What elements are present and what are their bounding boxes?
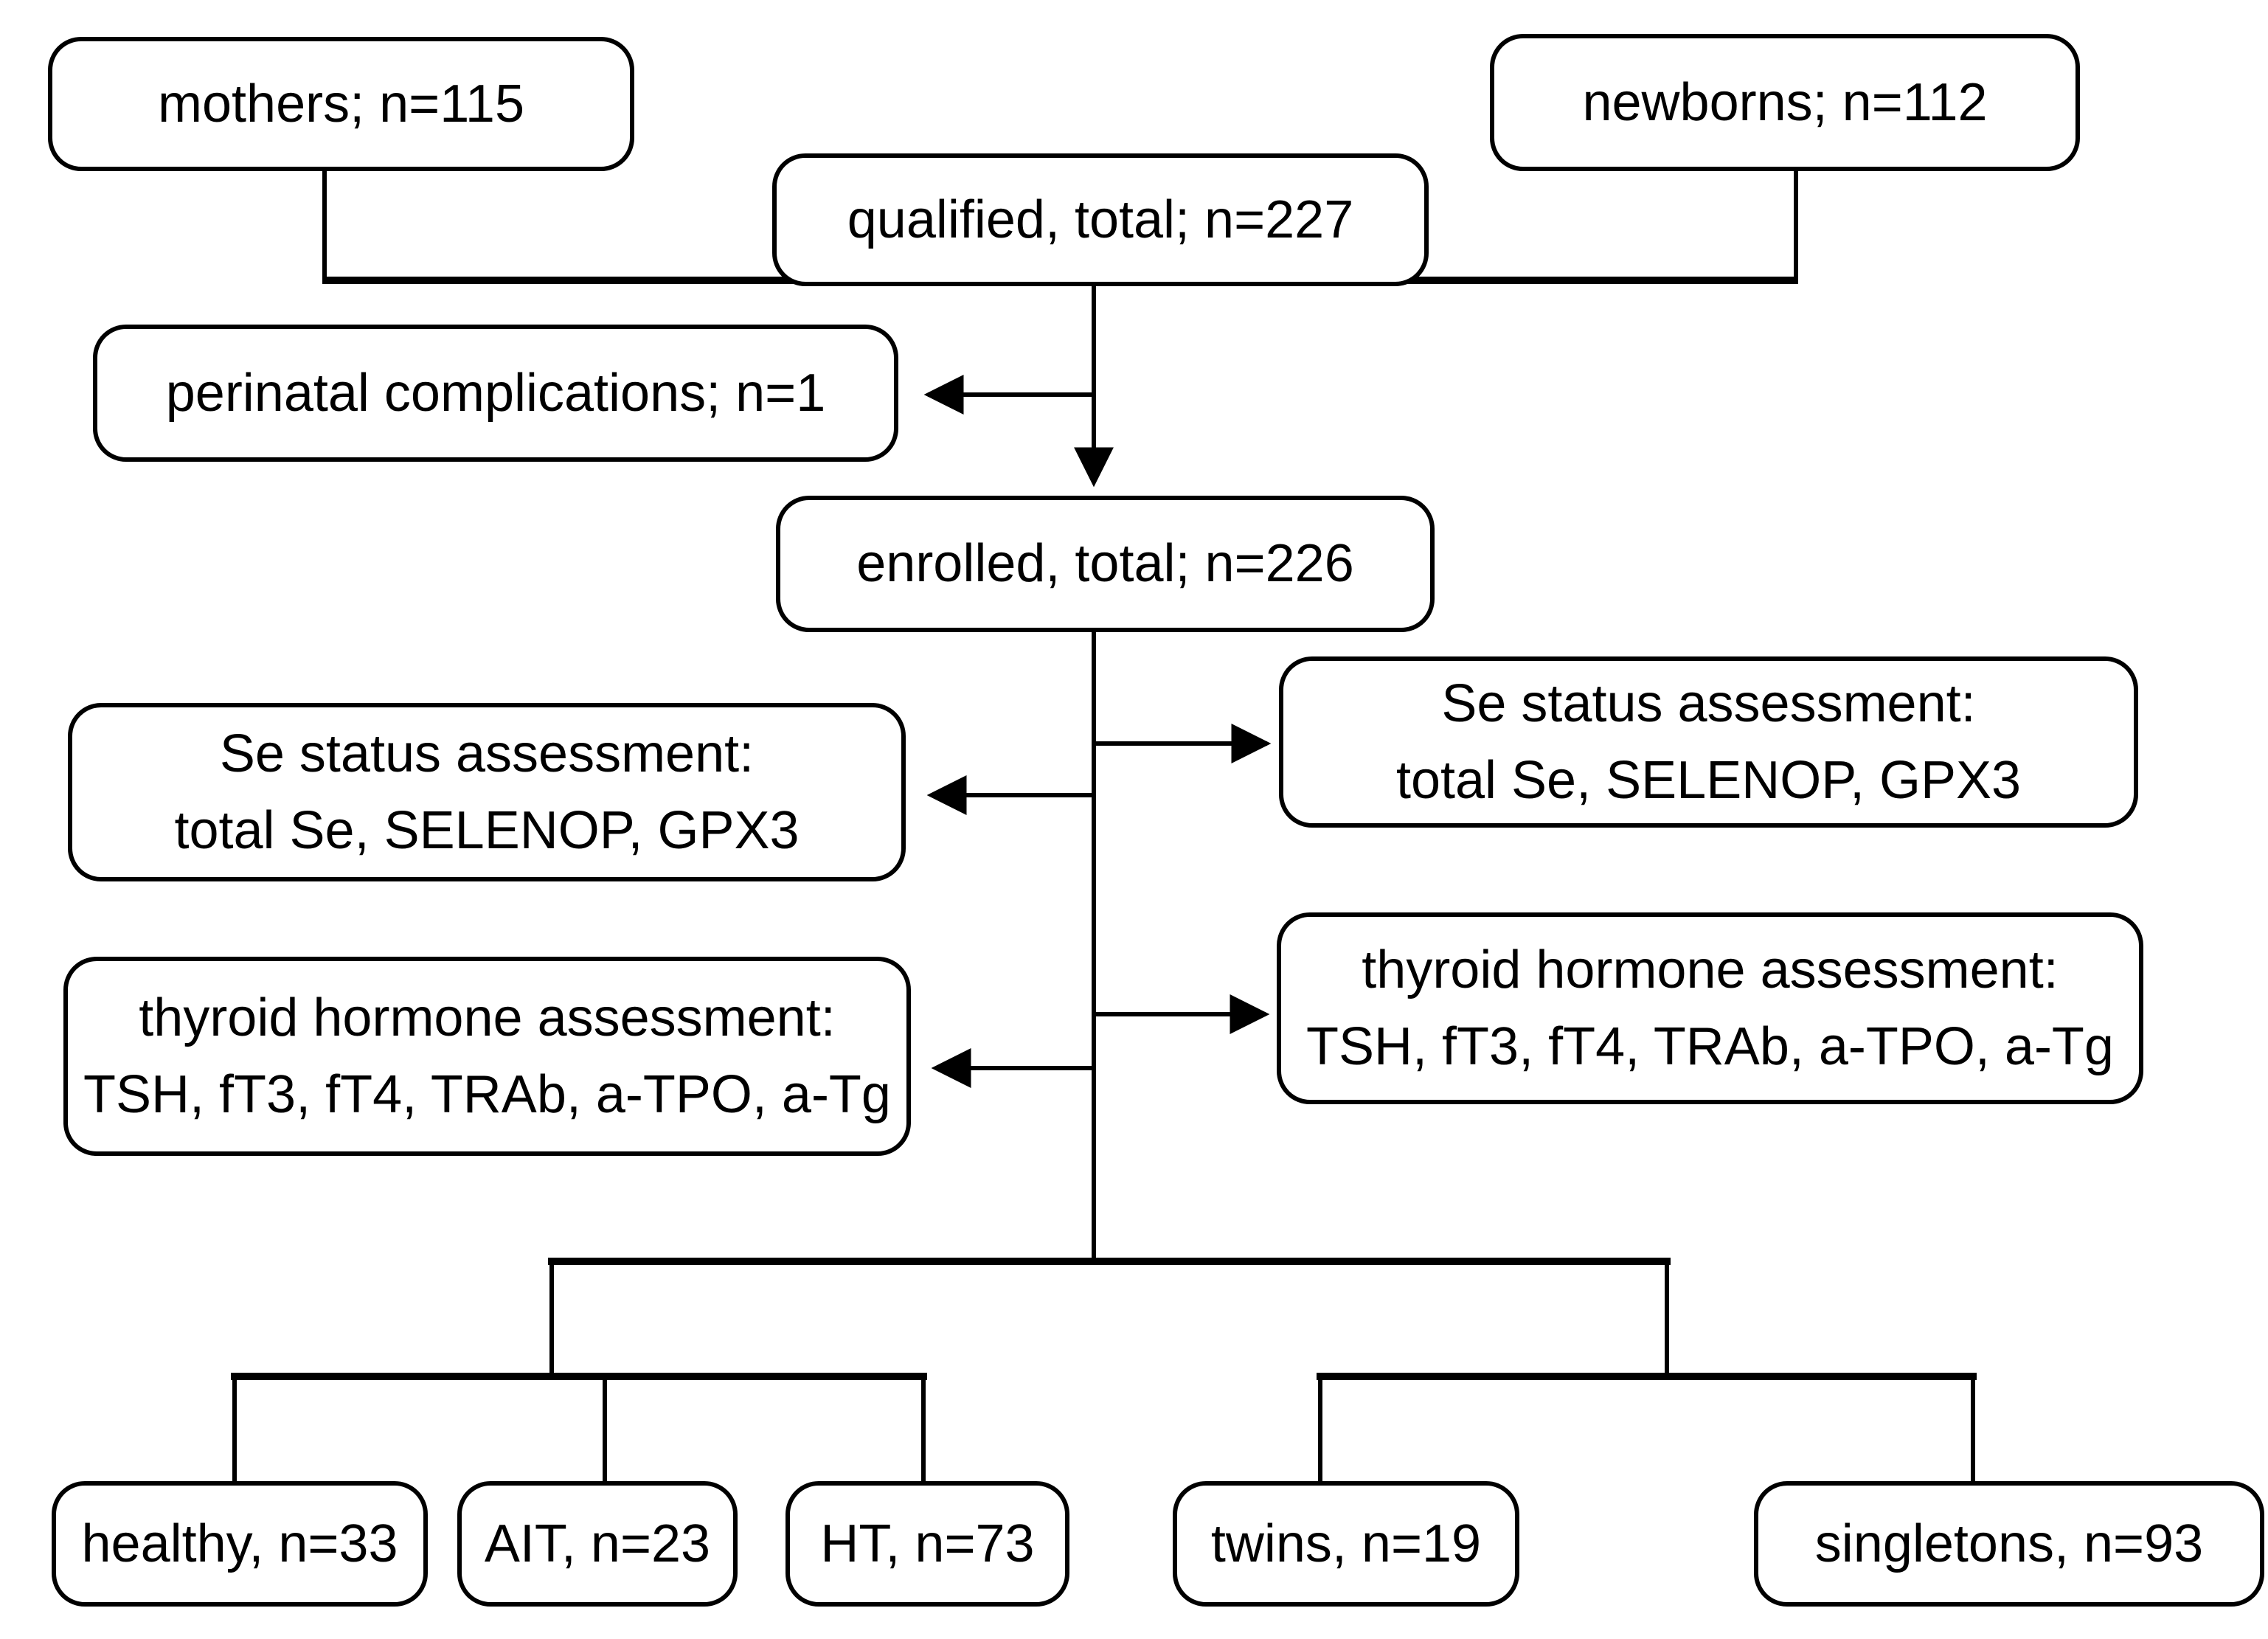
node-se-status-mothers: Se status assessment: total Se, SELENOP,… (68, 703, 906, 881)
node-thyroid-assessment-newborns: thyroid hormone assessment: TSH, fT3, fT… (1277, 912, 2143, 1104)
node-thyroid-right-line1: thyroid hormone assessment: (1362, 940, 2059, 999)
node-ait-label: AIT, n=23 (484, 1514, 711, 1573)
node-enrolled-label: enrolled, total; n=226 (856, 534, 1354, 594)
node-newborns: newborns; n=112 (1490, 34, 2080, 171)
node-qualified-total: qualified, total; n=227 (772, 153, 1429, 286)
node-se-left-line1: Se status assessment: (219, 724, 755, 783)
node-se-right-line1: Se status assessment: (1441, 673, 1976, 733)
node-thyroid-right-line2: TSH, fT3, fT4, TRAb, a-TPO, a-Tg (1306, 1017, 2114, 1076)
node-healthy: healthy, n=33 (52, 1481, 428, 1607)
node-ait: AIT, n=23 (457, 1481, 738, 1607)
node-se-left-line2: total Se, SELENOP, GPX3 (174, 801, 800, 860)
node-singletons-label: singletons, n=93 (1814, 1514, 2204, 1573)
node-se-status-newborns: Se status assessment: total Se, SELENOP,… (1279, 656, 2138, 828)
node-ht-label: HT, n=73 (820, 1514, 1035, 1573)
node-mothers-label: mothers; n=115 (158, 74, 524, 134)
node-newborns-label: newborns; n=112 (1582, 72, 1988, 132)
node-ht: HT, n=73 (786, 1481, 1069, 1607)
node-twins: twins, n=19 (1173, 1481, 1519, 1607)
node-thyroid-left-line2: TSH, fT3, fT4, TRAb, a-TPO, a-Tg (83, 1065, 891, 1124)
node-thyroid-left-line1: thyroid hormone assessment: (139, 988, 836, 1047)
node-se-right-line2: total Se, SELENOP, GPX3 (1395, 751, 2022, 810)
node-perinatal-complications: perinatal complications; n=1 (93, 325, 898, 462)
node-twins-label: twins, n=19 (1210, 1514, 1482, 1573)
node-qualified-label: qualified, total; n=227 (847, 190, 1354, 249)
node-mothers: mothers; n=115 (48, 37, 634, 171)
node-enrolled-total: enrolled, total; n=226 (776, 496, 1435, 632)
node-thyroid-assessment-mothers: thyroid hormone assessment: TSH, fT3, fT… (63, 957, 911, 1156)
node-singletons: singletons, n=93 (1754, 1481, 2264, 1607)
node-healthy-label: healthy, n=33 (81, 1514, 398, 1573)
node-perinatal-label: perinatal complications; n=1 (165, 363, 826, 423)
